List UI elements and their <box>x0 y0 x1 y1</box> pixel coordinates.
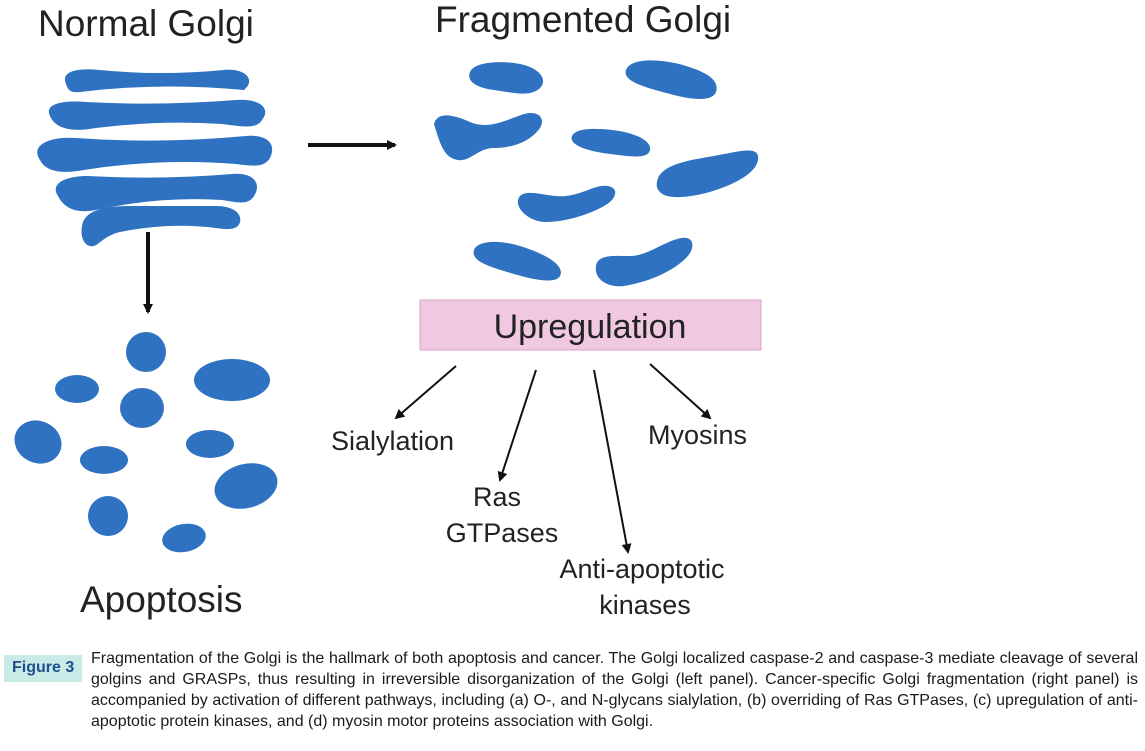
caption-text: Fragmentation of the Golgi is the hallma… <box>91 650 1138 730</box>
normal-golgi-title: Normal Golgi <box>38 3 254 44</box>
fragment <box>656 150 759 198</box>
anti-apoptotic-label-line1: Anti-apoptotic <box>559 554 724 584</box>
sialylation-label: Sialylation <box>331 426 454 456</box>
ras-label-line2: GTPases <box>446 518 559 548</box>
fragment <box>595 237 693 287</box>
fragmented-golgi-pieces <box>434 60 759 287</box>
vesicle <box>88 496 128 536</box>
golgi-cisterna-5 <box>81 206 241 247</box>
golgi-cisterna-4 <box>55 173 258 212</box>
normal-golgi-stack <box>37 69 273 247</box>
vesicle <box>162 523 206 553</box>
arrow-to-ras-gtpases <box>497 369 537 482</box>
apoptosis-label: Apoptosis <box>80 579 243 620</box>
vesicle <box>214 463 278 509</box>
fragment <box>571 128 651 157</box>
fragment <box>473 241 561 281</box>
upregulation-label: Upregulation <box>494 308 687 346</box>
fragment <box>625 60 717 99</box>
golgi-cisterna-1 <box>64 69 250 93</box>
golgi-cisterna-3 <box>37 135 273 172</box>
vesicle <box>55 375 99 403</box>
vesicle <box>14 420 62 464</box>
apoptotic-fragments <box>14 332 278 553</box>
fragmented-golgi-title: Fragmented Golgi <box>435 0 731 40</box>
vesicle <box>186 430 234 458</box>
golgi-fragmentation-diagram: Normal Golgi Fragmented Golgi Apoptosis <box>14 0 762 620</box>
golgi-cisterna-2 <box>48 99 266 130</box>
vesicle <box>80 446 128 474</box>
fragment <box>469 62 544 94</box>
figure-label-badge: Figure 3 <box>4 655 83 682</box>
myosins-label: Myosins <box>648 420 747 450</box>
vesicle <box>194 359 270 401</box>
anti-apoptotic-label-line2: kinases <box>599 590 691 620</box>
vesicle <box>120 388 164 428</box>
ras-label-line1: Ras <box>473 482 521 512</box>
arrow-to-myosins <box>649 363 712 420</box>
upregulation-box <box>419 299 762 351</box>
figure-caption: Figure 3 Fragmentation of the Golgi is t… <box>0 648 1145 751</box>
vesicle <box>126 332 166 372</box>
arrow-to-sialylation <box>394 365 457 420</box>
arrow-to-anti-apoptotic-kinases <box>593 369 632 554</box>
fragment <box>517 185 616 222</box>
fragment <box>434 112 543 161</box>
